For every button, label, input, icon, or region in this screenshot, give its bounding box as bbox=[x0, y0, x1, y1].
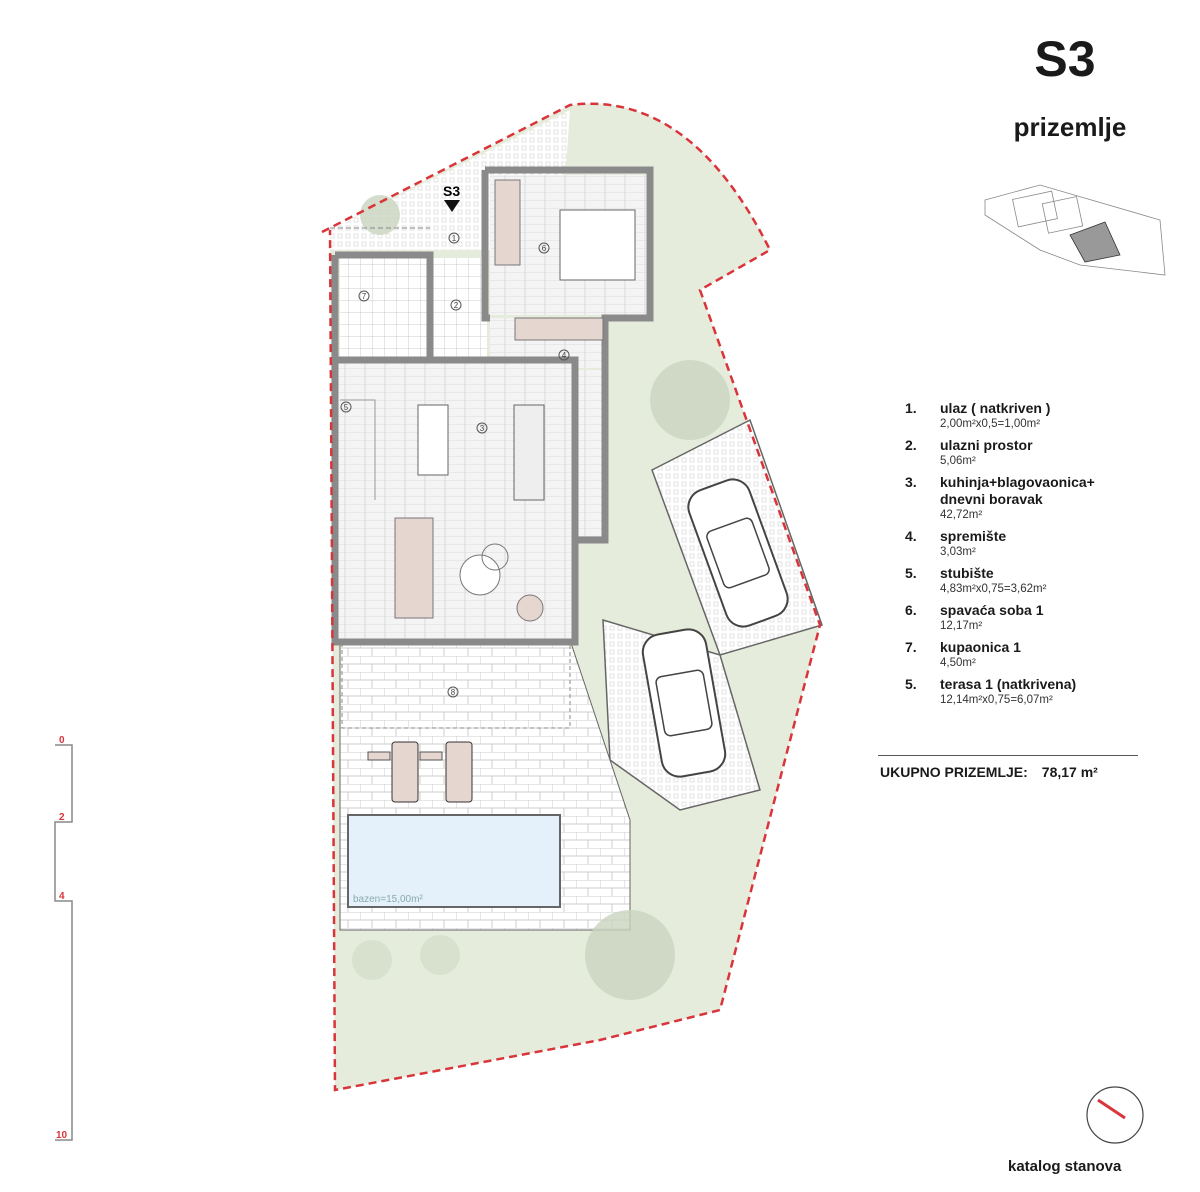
parking-area bbox=[602, 418, 823, 811]
scale-tick: 10 bbox=[56, 1130, 68, 1141]
pool bbox=[347, 814, 561, 908]
bed bbox=[559, 209, 636, 281]
scale-bar: 0 2 4 10 bbox=[54, 735, 73, 1141]
svg-text:3: 3 bbox=[480, 424, 485, 433]
car-icon bbox=[641, 628, 727, 778]
sofa bbox=[394, 517, 434, 619]
legend-item: 5.terasa 1 (natkrivena)12,14m²x0,75=6,07… bbox=[905, 676, 1077, 706]
tree-icon bbox=[352, 195, 730, 1000]
page-title: S3 bbox=[1034, 31, 1096, 87]
room-legend: 1.ulaz ( natkriven )2,00m²x0,5=1,00m² 2.… bbox=[905, 400, 1145, 713]
svg-text:4: 4 bbox=[562, 351, 567, 360]
wardrobe bbox=[494, 179, 521, 266]
scale-tick: 2 bbox=[59, 812, 65, 823]
svg-text:7: 7 bbox=[362, 292, 367, 301]
scale-tick: 0 bbox=[59, 735, 65, 746]
north-arrow-icon bbox=[1086, 1086, 1144, 1144]
sun-lounger-icon bbox=[367, 741, 473, 803]
svg-text:5: 5 bbox=[344, 403, 349, 412]
svg-text:6: 6 bbox=[542, 244, 547, 253]
property-boundary bbox=[321, 102, 822, 1092]
site-key-plan bbox=[984, 184, 1166, 276]
arrow-down-icon bbox=[444, 200, 460, 212]
svg-text:1: 1 bbox=[452, 234, 457, 243]
dining-table bbox=[417, 404, 449, 476]
storage-unit bbox=[514, 317, 604, 341]
scale-tick: 4 bbox=[59, 891, 65, 902]
svg-text:2: 2 bbox=[454, 301, 459, 310]
entrance-marker-label: S3 bbox=[443, 183, 460, 199]
car-icon bbox=[687, 478, 789, 628]
total-area: UKUPNO PRIZEMLJE:78,17 m² bbox=[880, 764, 1098, 780]
divider bbox=[878, 755, 1138, 756]
legend-item: 1.ulaz ( natkriven )2,00m²x0,5=1,00m² bbox=[905, 400, 1051, 430]
room-markers: 1 2 3 4 5 6 7 8 bbox=[340, 232, 570, 698]
svg-text:8: 8 bbox=[451, 688, 456, 697]
kitchen-island bbox=[513, 404, 545, 501]
pool-label: bazen=15,00m² bbox=[353, 894, 423, 905]
footer-caption: katalog stanova bbox=[1008, 1158, 1122, 1175]
floor-subtitle: prizemlje bbox=[1013, 112, 1127, 142]
